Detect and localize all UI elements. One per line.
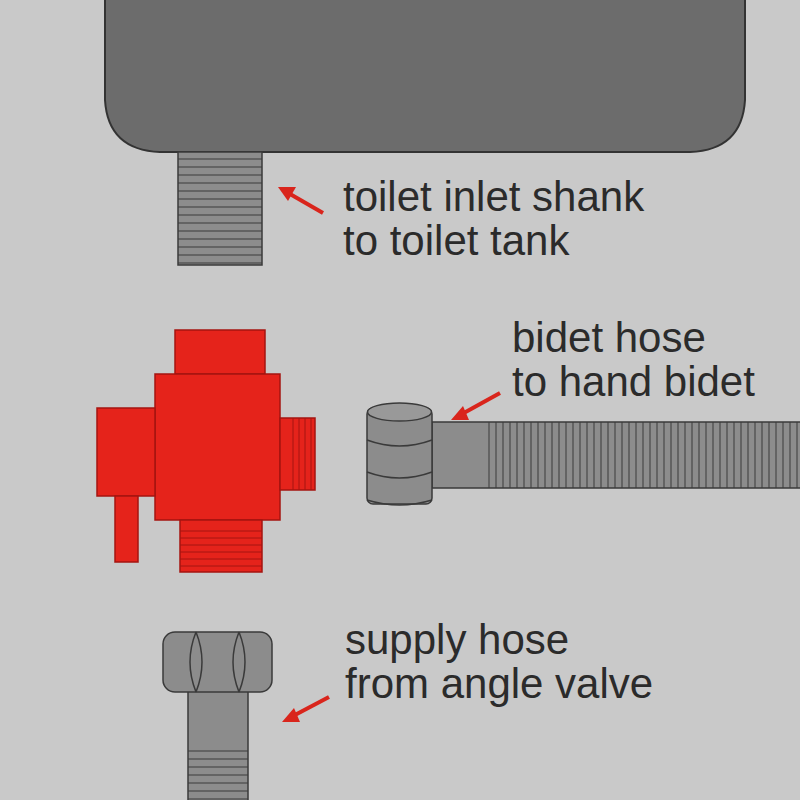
callout-label: toilet inlet shank to toilet tank <box>343 175 668 263</box>
supply-hose <box>163 632 272 800</box>
t-valve <box>97 330 315 572</box>
callout-label: supply hose from angle valve <box>345 618 667 706</box>
bidet-hose <box>367 403 800 505</box>
toilet-tank <box>105 0 745 152</box>
wrap-spacer <box>718 316 774 360</box>
inlet-shank <box>178 152 262 265</box>
shank-thread <box>178 152 262 265</box>
valve-side-thread <box>288 418 315 490</box>
callout-label: bidet hose to hand bidet <box>512 316 774 404</box>
wrap-spacer <box>605 618 667 662</box>
valve-bottom-thread <box>180 530 262 572</box>
